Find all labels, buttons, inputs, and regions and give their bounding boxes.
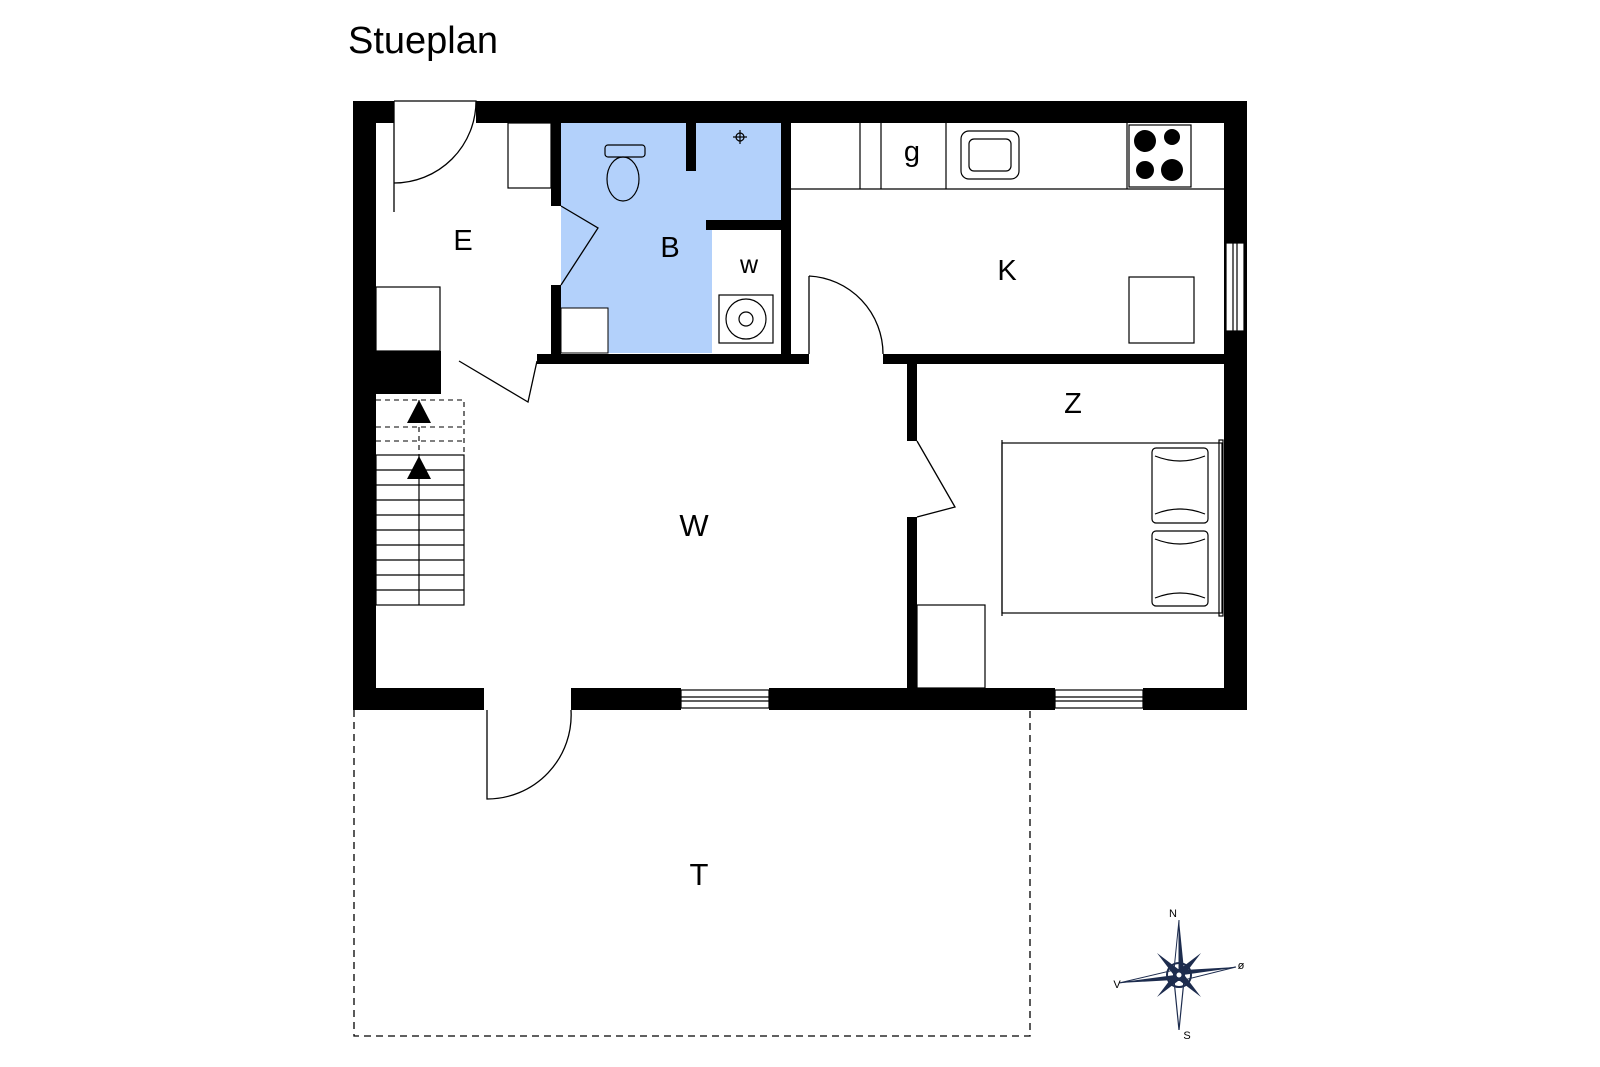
room-label-kitchen: K bbox=[997, 255, 1017, 287]
stair-arrow-up-icon bbox=[407, 400, 431, 423]
room-label-bedroom: Z bbox=[1064, 388, 1082, 420]
cabinet-label: g bbox=[904, 136, 920, 168]
room-label-terrace: T bbox=[690, 857, 709, 892]
stair-arrow-up-icon bbox=[407, 456, 431, 479]
compass-north-label: N bbox=[1169, 908, 1177, 920]
room-label-living: W bbox=[679, 508, 709, 543]
room-label-washer: w bbox=[739, 251, 759, 279]
floor-title: Stueplan bbox=[348, 20, 499, 62]
fixtures bbox=[375, 122, 1224, 689]
bathroom-area bbox=[560, 121, 781, 354]
compass-rose-icon bbox=[1118, 919, 1237, 1031]
room-label-entrance: E bbox=[453, 225, 472, 257]
room-label-bathroom: B bbox=[660, 232, 679, 264]
compass-south-label: S bbox=[1183, 1030, 1190, 1042]
stair-markings bbox=[376, 399, 465, 479]
terrace-outline bbox=[353, 710, 1031, 1037]
stove-burners bbox=[1134, 129, 1183, 181]
compass-east-label: ø bbox=[1238, 960, 1245, 972]
windows bbox=[680, 242, 1245, 709]
compass-west-label: V bbox=[1113, 979, 1121, 991]
walls bbox=[353, 101, 1247, 710]
doors bbox=[393, 100, 956, 800]
